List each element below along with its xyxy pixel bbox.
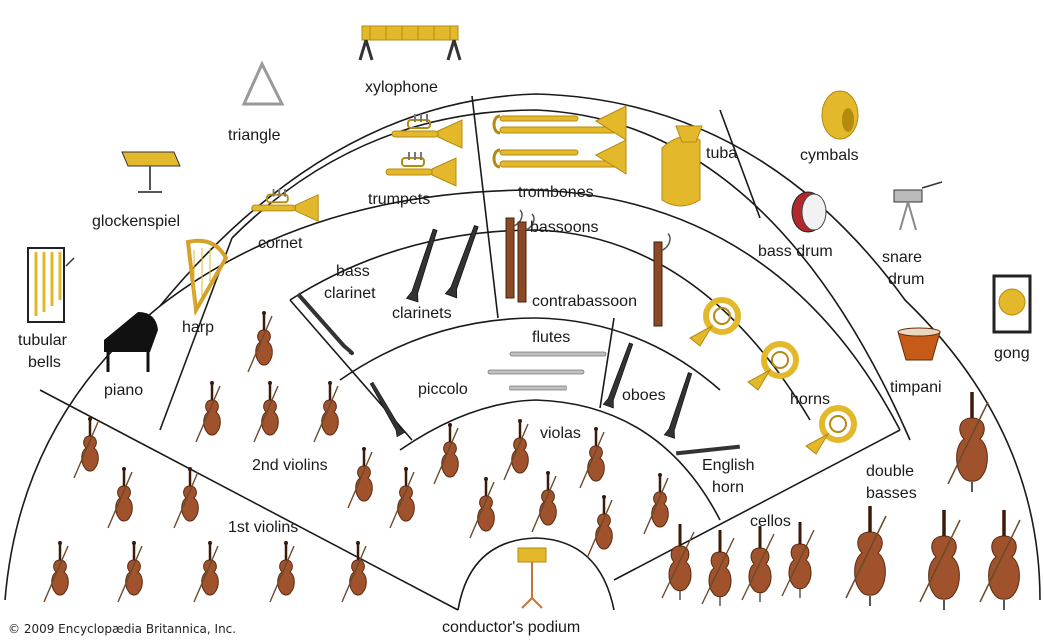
bassoons-label: bassoons xyxy=(530,219,599,236)
double-bass-icon xyxy=(846,506,886,606)
timpani-icon xyxy=(898,328,940,360)
gong-label: gong xyxy=(994,345,1030,362)
clarinet-icon xyxy=(407,228,441,302)
bass-clarinet-label-1: bass xyxy=(336,263,370,280)
triangle-icon xyxy=(244,64,282,104)
trombone-icon xyxy=(494,140,626,174)
harp-label: harp xyxy=(182,319,214,336)
piano-label: piano xyxy=(104,382,143,399)
violin-icon xyxy=(196,381,220,442)
viola-icon xyxy=(504,419,528,480)
cymbals-icon xyxy=(822,91,858,139)
xylophone-label: xylophone xyxy=(365,79,438,96)
double-bass-icon xyxy=(920,510,960,610)
cello-icon xyxy=(742,526,774,602)
glockenspiel-label: glockenspiel xyxy=(92,213,180,230)
cello-icon xyxy=(782,522,814,598)
cello-icon xyxy=(662,524,694,600)
tubular-bells-label-1: tubular xyxy=(18,332,68,349)
violin-icon xyxy=(390,467,414,528)
tuba-label: tuba xyxy=(706,145,737,162)
cornet-label: cornet xyxy=(258,235,303,252)
english-horn-label-2: horn xyxy=(712,479,744,496)
first-violins-label: 1st violins xyxy=(228,519,298,536)
contrabassoon-label: contrabassoon xyxy=(532,293,637,310)
trumpets-label: trumpets xyxy=(368,191,430,208)
violin-icon xyxy=(348,447,372,508)
timpani-label: timpani xyxy=(890,379,942,396)
flutes-label: flutes xyxy=(532,329,570,346)
horns-label: horns xyxy=(790,391,830,408)
cello-icon xyxy=(702,530,734,606)
viola-icon xyxy=(470,477,494,538)
clarinets-label: clarinets xyxy=(392,305,452,322)
bass-clarinet-label-2: clarinet xyxy=(324,285,376,302)
gong-icon xyxy=(994,276,1030,332)
second-violins-label: 2nd violins xyxy=(252,457,328,474)
horn-icon xyxy=(748,344,796,390)
cymbals-label: cymbals xyxy=(800,147,859,164)
double-basses-label-1: double xyxy=(866,463,914,480)
glockenspiel-icon xyxy=(122,152,180,192)
viola-icon xyxy=(434,423,458,484)
oboes-label: oboes xyxy=(622,387,666,404)
snare-drum-icon xyxy=(894,182,942,230)
divider-7 xyxy=(720,110,760,218)
piccolo-icon xyxy=(367,381,405,437)
double-bass-icon xyxy=(980,510,1020,610)
violin-icon xyxy=(270,541,294,602)
viola-icon xyxy=(644,473,668,534)
double-basses-label-2: basses xyxy=(866,485,917,502)
tuba-icon xyxy=(662,126,702,206)
xylophone-icon xyxy=(360,26,460,60)
copyright-text: © 2009 Encyclopædia Britannica, Inc. xyxy=(8,622,236,636)
violin-icon xyxy=(174,467,198,528)
bass-drum-label: bass drum xyxy=(758,243,833,260)
violas-label: violas xyxy=(540,425,581,442)
viola-icon xyxy=(532,471,556,532)
tubular-bells-label-2: bells xyxy=(28,354,61,371)
horn-icon xyxy=(690,300,738,346)
violin-icon xyxy=(248,311,272,372)
flute-icon xyxy=(510,352,606,356)
flute-icon xyxy=(488,370,584,374)
snare-drum-label-1: snare xyxy=(882,249,922,266)
violin-icon xyxy=(74,417,98,478)
violin-icon xyxy=(44,541,68,602)
harp-icon xyxy=(188,241,226,310)
trumpet-icon xyxy=(386,152,456,186)
viola-icon xyxy=(580,427,604,488)
english-horn-label-1: English xyxy=(702,457,754,474)
english-horn-icon xyxy=(676,445,740,456)
bass-drum-icon xyxy=(792,192,826,232)
piccolo-label: piccolo xyxy=(418,381,468,398)
contrabassoon-icon xyxy=(654,234,670,326)
trombones-label: trombones xyxy=(518,184,594,201)
music-stand-icon xyxy=(518,548,546,608)
horn-icon xyxy=(806,408,854,454)
violin-icon xyxy=(314,381,338,442)
violin-icon xyxy=(108,467,132,528)
double-bass-icon xyxy=(948,392,988,492)
viola-icon xyxy=(588,495,612,556)
cornet-icon xyxy=(252,189,319,221)
oboe-icon xyxy=(664,372,695,439)
violin-icon xyxy=(194,541,218,602)
bass-clarinet-icon xyxy=(298,294,352,353)
tubular-bells-icon xyxy=(28,248,74,322)
conductors-podium-label: conductor's podium xyxy=(442,619,580,636)
trumpet-icon xyxy=(392,114,462,148)
flute-icon xyxy=(509,386,567,390)
snare-drum-label-2: drum xyxy=(888,271,924,288)
violin-icon xyxy=(118,541,142,602)
outer-arc xyxy=(5,94,1040,600)
triangle-label: triangle xyxy=(228,127,281,144)
violin-icon xyxy=(254,381,278,442)
piano-icon xyxy=(104,312,158,372)
cellos-label: cellos xyxy=(750,513,791,530)
